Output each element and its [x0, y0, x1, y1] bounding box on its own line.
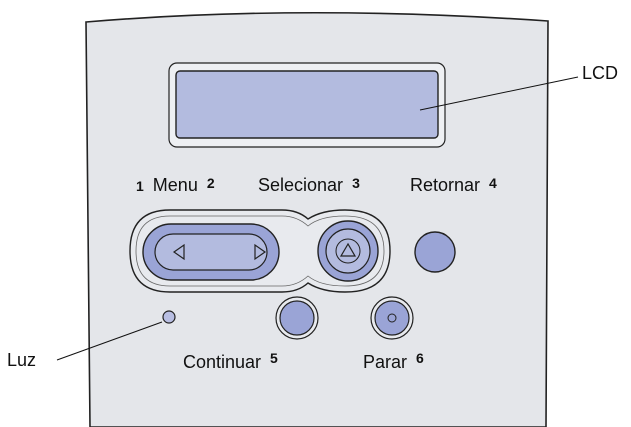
- light-callout-line: [56, 321, 163, 361]
- menu-button-label: 1 Menu 2: [136, 175, 215, 195]
- select-button[interactable]: [317, 220, 379, 282]
- stop-circle-icon: [387, 313, 397, 323]
- light-label: Luz: [7, 350, 36, 370]
- lcd-callout-line: [419, 76, 579, 111]
- right-arrow-icon: [254, 243, 267, 261]
- stop-button-label: Parar 6: [363, 350, 424, 372]
- menu-button[interactable]: [142, 223, 280, 281]
- lcd-display: [168, 62, 446, 148]
- left-arrow-icon: [172, 243, 185, 261]
- menu-select-housing-inner: [135, 215, 385, 287]
- continue-button[interactable]: [275, 296, 319, 340]
- stop-button[interactable]: [370, 296, 414, 340]
- select-button-label: Selecionar 3: [258, 175, 360, 195]
- return-button[interactable]: [414, 231, 456, 273]
- up-arrow-icon: [339, 242, 357, 257]
- lcd-label: LCD: [582, 63, 618, 83]
- indicator-light: [162, 310, 176, 324]
- continue-button-label: Continuar 5: [183, 350, 278, 372]
- return-button-label: Retornar 4: [410, 175, 497, 195]
